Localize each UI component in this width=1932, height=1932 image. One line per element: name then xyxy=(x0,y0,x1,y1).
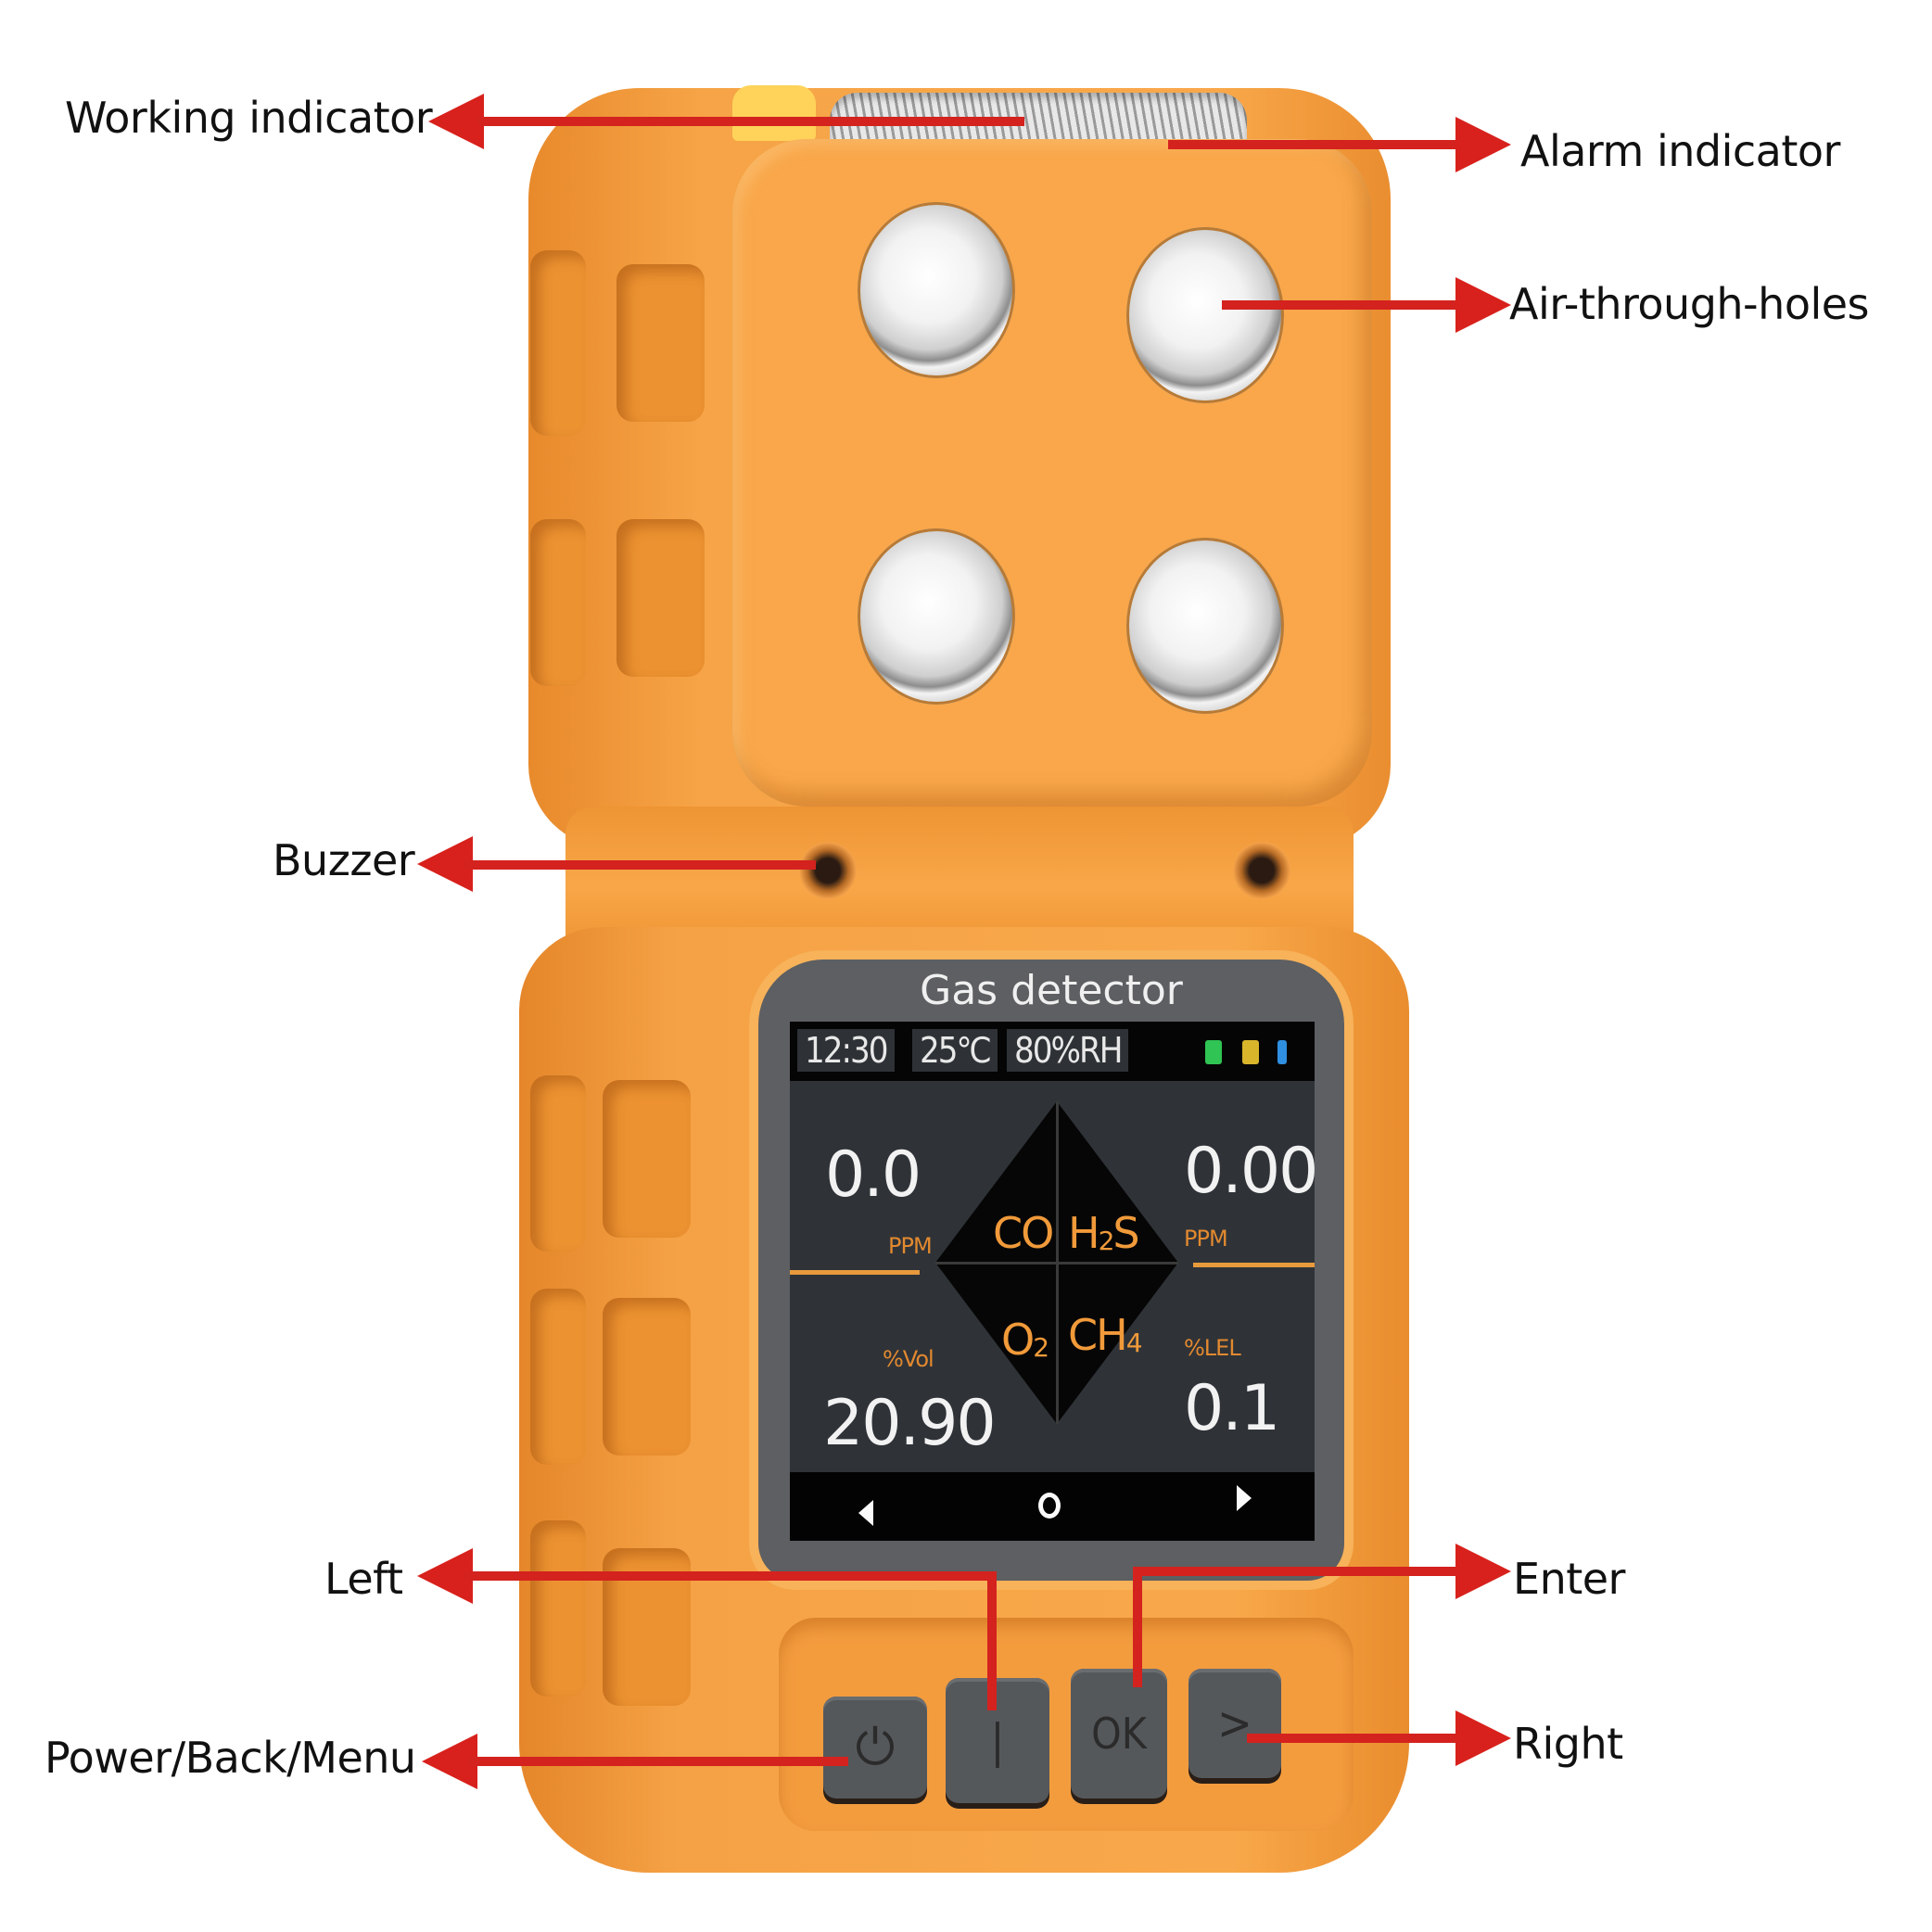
divider-rule xyxy=(1193,1263,1315,1267)
callout-alarm-indicator: Alarm indicator xyxy=(1520,126,1840,176)
buzzer-port-icon xyxy=(799,842,857,899)
side-grip xyxy=(616,264,705,422)
callout-left: Left xyxy=(324,1554,403,1604)
left-key-icon: | xyxy=(990,1713,1005,1768)
ok-button[interactable]: OK xyxy=(1071,1669,1167,1799)
callout-arrow xyxy=(1247,1734,1465,1743)
buzzer-port-icon xyxy=(1233,842,1290,899)
humidity: 80%RH xyxy=(1007,1029,1129,1072)
co-label: CO xyxy=(993,1208,1054,1258)
air-hole-icon xyxy=(1126,538,1284,714)
co-value: 0.0 xyxy=(825,1138,922,1212)
callout-arrow xyxy=(464,1571,997,1581)
power-button[interactable]: ⏻ xyxy=(823,1697,927,1799)
callout-power-back-menu: Power/Back/Menu xyxy=(44,1733,416,1783)
arrow-head-icon xyxy=(1455,1710,1511,1766)
callout-air-through-holes: Air-through-holes xyxy=(1509,279,1870,329)
side-grip xyxy=(530,1289,586,1465)
clock: 12:30 xyxy=(797,1029,895,1072)
right-arrow-icon xyxy=(1237,1485,1252,1511)
arrow-head-icon xyxy=(1455,1544,1511,1599)
arrow-head-icon xyxy=(1455,117,1511,172)
side-grip xyxy=(616,519,705,677)
ch4-label: CH4 xyxy=(1068,1310,1143,1360)
device-title: Gas detector xyxy=(920,967,1183,1014)
air-hole-icon xyxy=(858,528,1015,705)
o2-unit: %Vol xyxy=(883,1346,934,1372)
center-dot-icon xyxy=(1038,1493,1061,1519)
bluetooth-icon xyxy=(1277,1040,1287,1064)
side-grip xyxy=(530,519,586,686)
o2-label: O2 xyxy=(1001,1315,1049,1365)
sensor-panel xyxy=(732,139,1372,807)
left-arrow-icon xyxy=(858,1500,873,1526)
left-button[interactable]: | xyxy=(946,1678,1049,1803)
air-hole-icon xyxy=(858,202,1015,378)
ok-key-label: OK xyxy=(1091,1709,1147,1759)
callout-arrow xyxy=(468,1757,848,1766)
soft-key-bar xyxy=(790,1472,1315,1541)
callout-arrow xyxy=(1222,300,1465,310)
callout-arrow xyxy=(1133,1567,1142,1687)
side-grip xyxy=(603,1080,691,1238)
h2s-unit: PPM xyxy=(1184,1226,1228,1252)
right-button[interactable]: > xyxy=(1188,1669,1281,1778)
callout-buzzer: Buzzer xyxy=(273,835,415,885)
divider-rule xyxy=(790,1270,920,1275)
temperature: 25℃ xyxy=(912,1029,998,1072)
callout-arrow xyxy=(987,1571,997,1710)
ch4-unit: %LEL xyxy=(1184,1335,1241,1361)
sd-card-icon xyxy=(1242,1040,1259,1064)
status-bar: 12:30 25℃ 80%RH xyxy=(790,1022,1315,1081)
divider xyxy=(1056,1101,1059,1424)
o2-value: 20.90 xyxy=(823,1387,997,1460)
h2s-value: 0.00 xyxy=(1184,1135,1315,1208)
callout-arrow xyxy=(477,117,1024,126)
side-grip xyxy=(530,250,586,436)
callout-working-indicator: Working indicator xyxy=(65,93,433,143)
arrow-head-icon xyxy=(428,94,484,149)
power-icon: ⏻ xyxy=(855,1718,896,1776)
co-unit: PPM xyxy=(888,1233,933,1259)
callout-arrow xyxy=(1133,1567,1467,1576)
callout-arrow xyxy=(1168,140,1465,149)
side-grip xyxy=(530,1075,586,1252)
side-grip xyxy=(530,1520,586,1697)
battery-icon xyxy=(1205,1040,1222,1064)
ch4-value: 0.1 xyxy=(1184,1372,1280,1445)
callout-right: Right xyxy=(1513,1719,1623,1769)
air-hole-icon xyxy=(1126,227,1284,403)
h2s-label: H2S xyxy=(1068,1208,1140,1258)
right-key-icon: > xyxy=(1217,1697,1252,1750)
display-screen: 12:30 25℃ 80%RH 0.0 PPM CO 0.00 PPM H2S … xyxy=(790,1022,1315,1541)
arrow-head-icon xyxy=(1455,277,1511,333)
callout-enter: Enter xyxy=(1513,1554,1625,1604)
working-indicator-led xyxy=(732,85,816,141)
side-grip xyxy=(603,1298,691,1455)
callout-arrow xyxy=(464,860,816,870)
